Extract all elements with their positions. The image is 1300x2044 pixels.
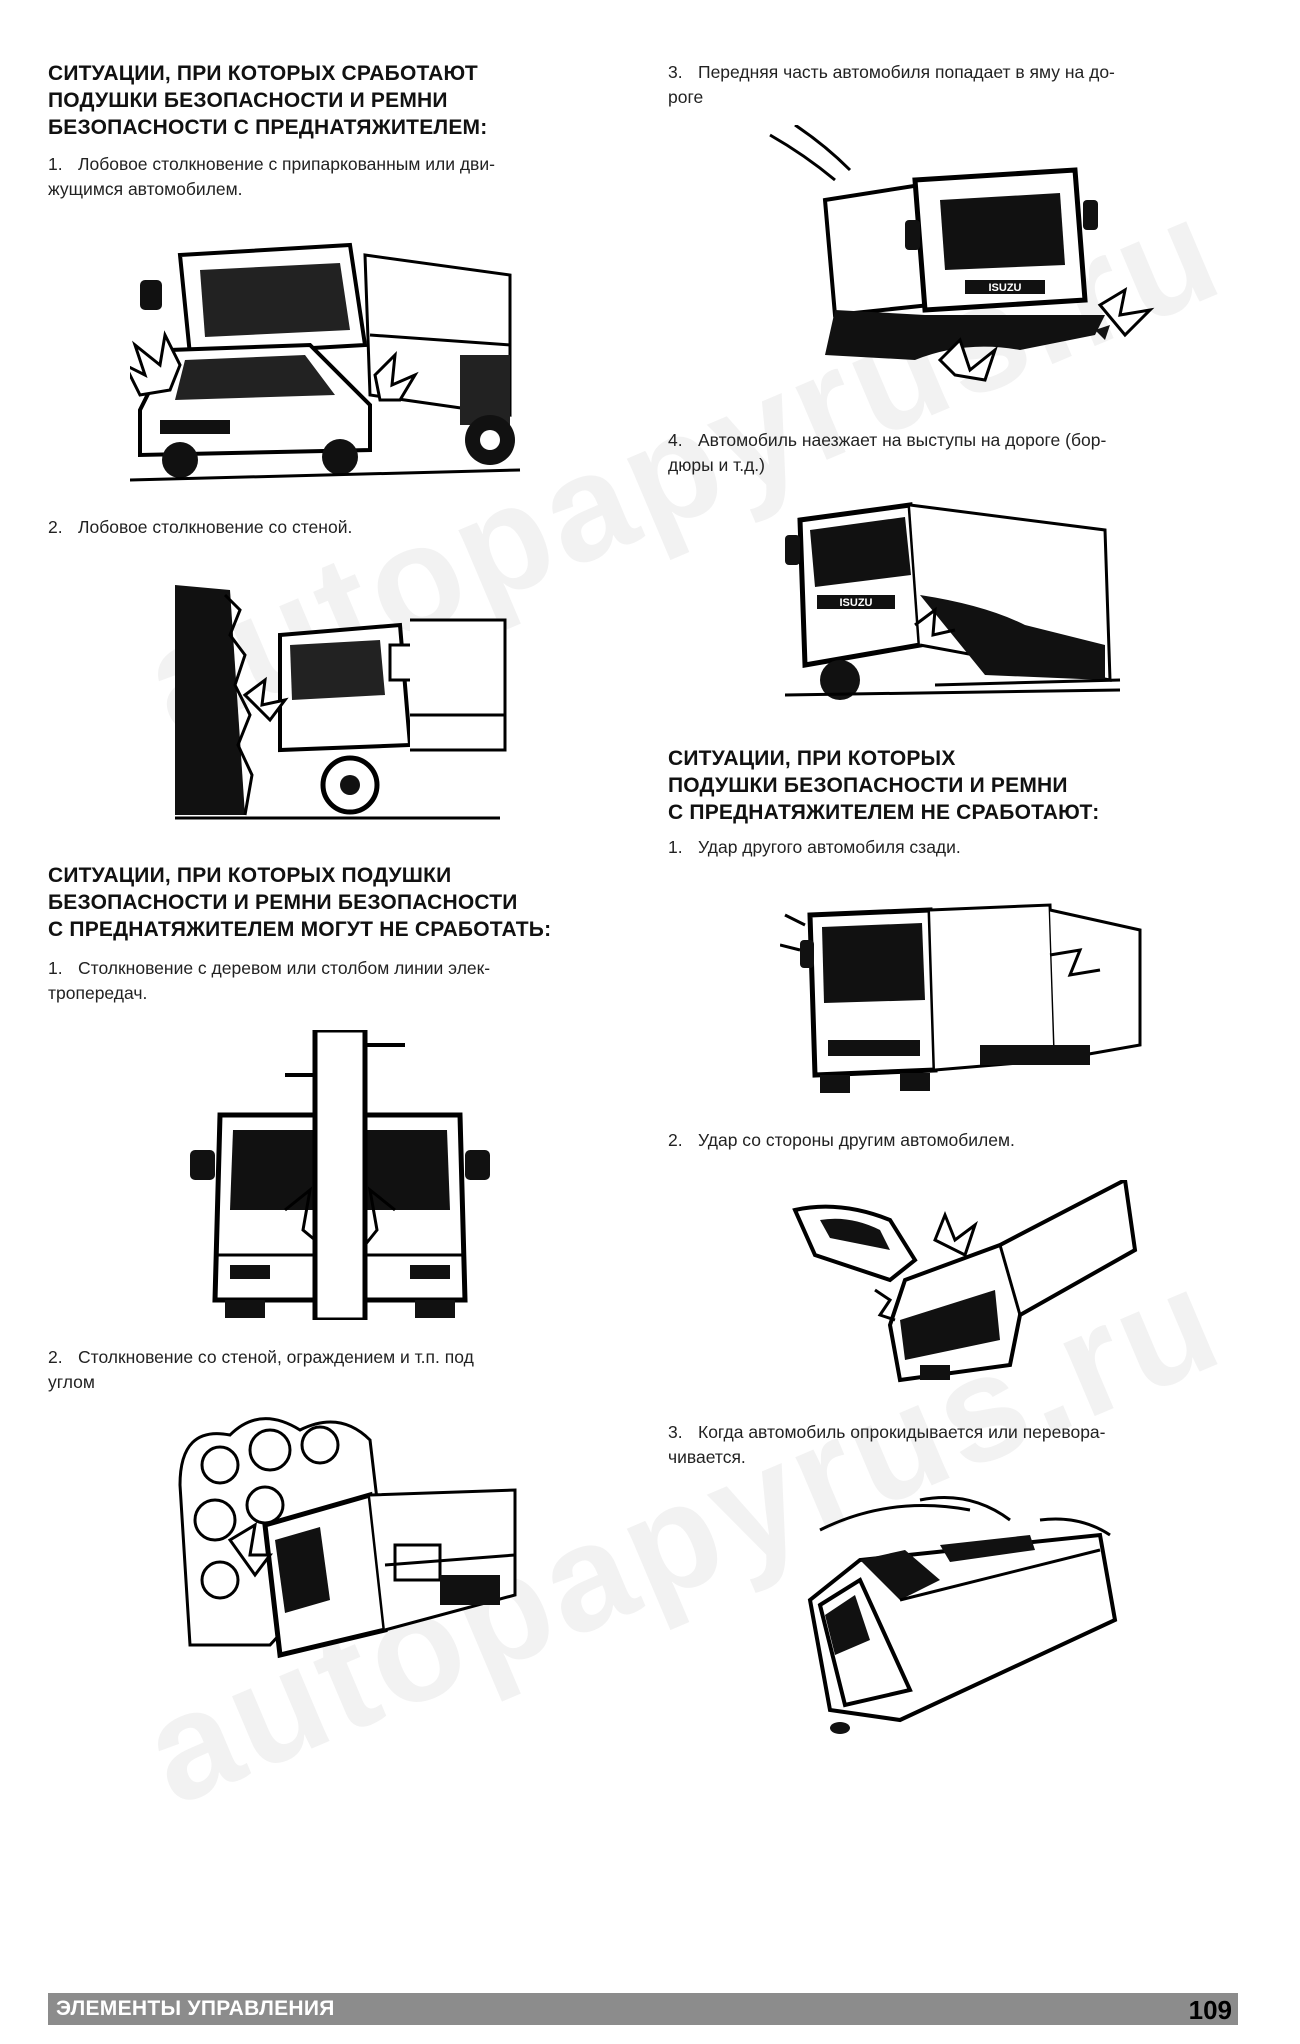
item-frontal-collision-vehicle: 1.Лобовое столкновение с припаркованным … bbox=[48, 154, 495, 199]
heading-airbags-may-not-deploy: СИТУАЦИИ, ПРИ КОТОРЫХ ПОДУШКИ БЕЗОПАСНОС… bbox=[48, 864, 552, 941]
heading-airbags-will-not-deploy: СИТУАЦИИ, ПРИ КОТОРЫХ ПОДУШКИ БЕЗОПАСНОС… bbox=[668, 747, 1100, 824]
illustration-frontal-collision-wall bbox=[170, 575, 510, 825]
illustration-rollover bbox=[800, 1490, 1130, 1740]
item-front-into-pit: 3.Передняя часть автомобиля попадает в я… bbox=[668, 62, 1115, 107]
illustration-side-impact bbox=[780, 1180, 1140, 1390]
item-collision-angle: 2.Столкновение со стеной, ограждением и … bbox=[48, 1347, 474, 1392]
item-side-impact: 2.Удар со стороны другим автомобилем. bbox=[668, 1130, 1015, 1150]
illustration-collision-wall-angle bbox=[170, 1405, 520, 1675]
illustration-rear-impact bbox=[780, 895, 1150, 1095]
heading-airbags-deploy: СИТУАЦИИ, ПРИ КОТОРЫХ СРАБОТАЮТ ПОДУШКИ … bbox=[48, 62, 488, 139]
isuzu-logo-2: ISUZU bbox=[840, 597, 873, 609]
item-hits-curb: 4.Автомобиль наезжает на выступы на доро… bbox=[668, 430, 1107, 475]
illustration-hits-curb: ISUZU bbox=[785, 495, 1125, 710]
illustration-front-into-pit: ISUZU bbox=[765, 125, 1165, 395]
item-collision-pole: 1.Столкновение с деревом или столбом лин… bbox=[48, 958, 491, 1003]
isuzu-logo: ISUZU bbox=[989, 282, 1022, 294]
footer-section-title: ЭЛЕМЕНТЫ УПРАВЛЕНИЯ bbox=[56, 1997, 335, 2020]
item-frontal-collision-wall: 2.Лобовое столкновение со стеной. bbox=[48, 517, 353, 537]
illustration-frontal-collision-car bbox=[130, 225, 530, 485]
item-rear-impact: 1.Удар другого автомобиля сзади. bbox=[668, 837, 961, 857]
illustration-collision-pole bbox=[185, 1030, 495, 1320]
page-number: 109 bbox=[1188, 1995, 1232, 2025]
item-rollover: 3.Когда автомобиль опрокидывается или пе… bbox=[668, 1422, 1106, 1467]
footer-bar: ЭЛЕМЕНТЫ УПРАВЛЕНИЯ 109 bbox=[48, 1993, 1238, 2025]
